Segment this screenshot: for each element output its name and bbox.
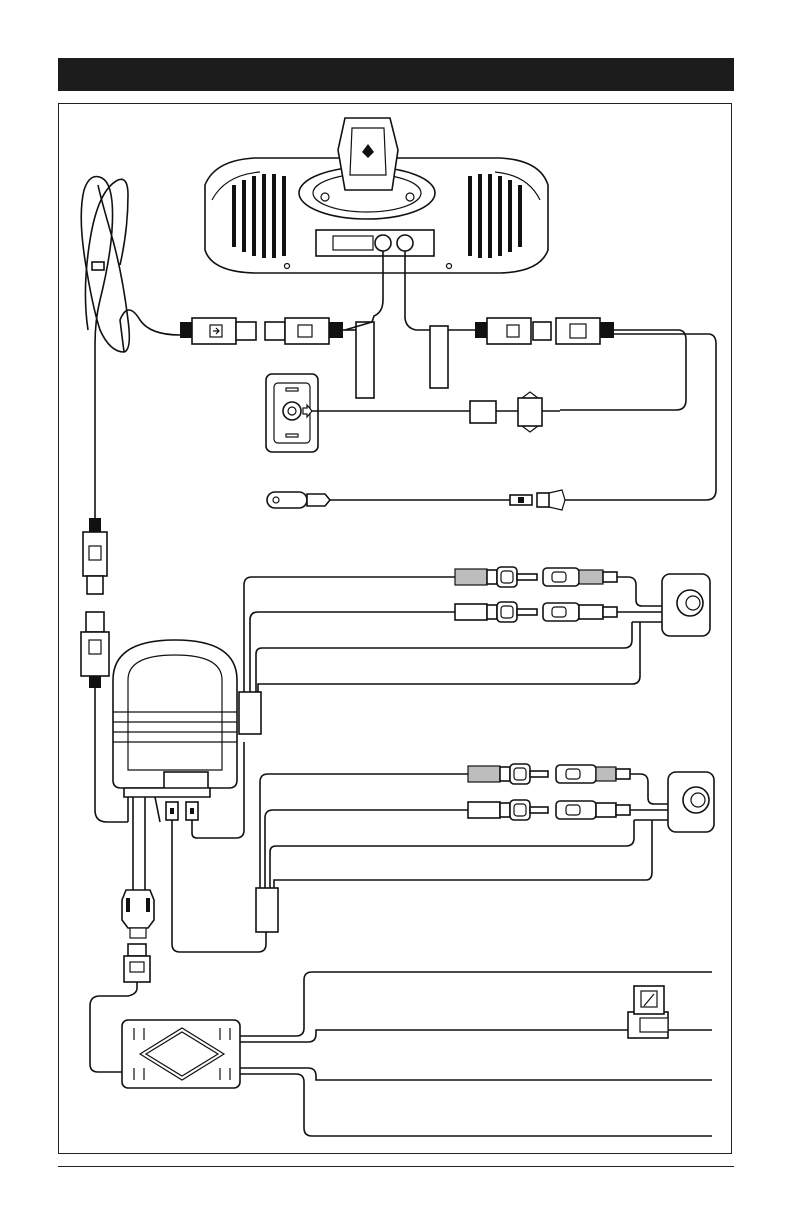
display-connector-row (475, 318, 716, 500)
cable-tie-right (430, 326, 448, 388)
cable-tie-left (356, 322, 374, 398)
vent-left (0, 0, 286, 258)
power-module (122, 972, 712, 1136)
rca-harness-upper (239, 567, 710, 734)
usb-connector-row (180, 318, 356, 344)
usb-cable-coil (81, 177, 180, 521)
harness-clip-lower (256, 888, 278, 932)
remote-sensor (266, 374, 560, 452)
ir-transmitter (267, 490, 565, 510)
harness-clip-upper (239, 692, 261, 734)
inline-fuse-holder (628, 986, 668, 1038)
rca-harness-lower (256, 764, 714, 932)
